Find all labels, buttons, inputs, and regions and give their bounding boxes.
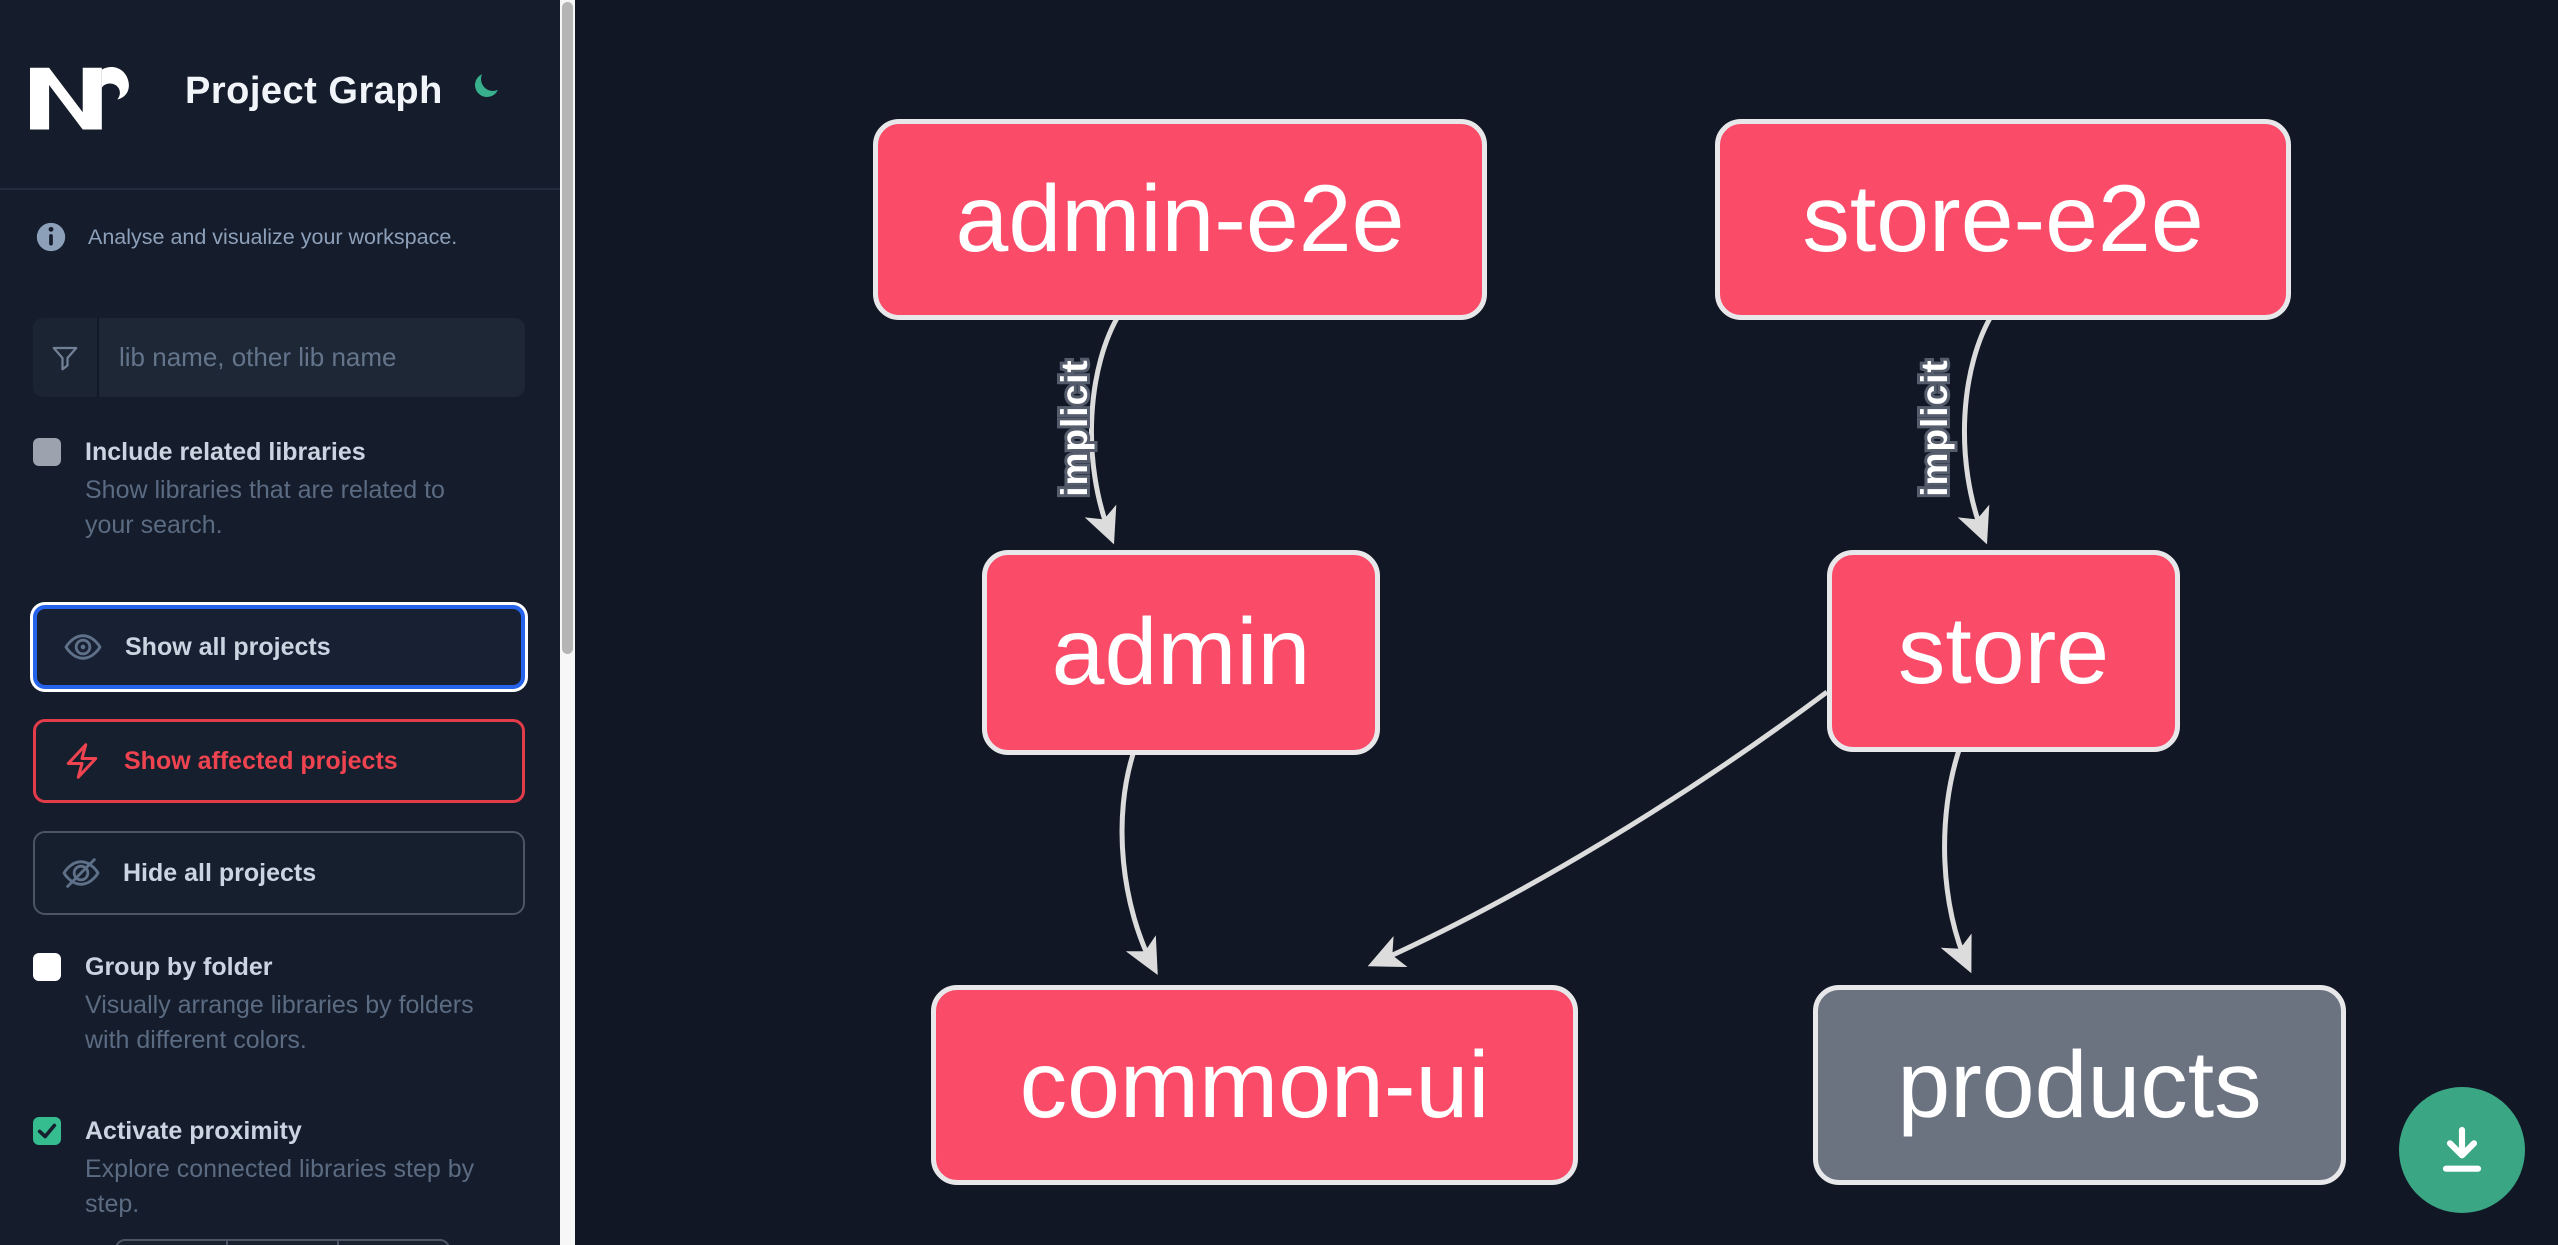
- sidebar-scrollbar[interactable]: [560, 0, 575, 1245]
- activate-proximity-label: Activate proximity: [85, 1117, 302, 1145]
- group-by-folder-label: Group by folder: [85, 953, 273, 981]
- page-title: Project Graph: [185, 70, 443, 112]
- include-related-label: Include related libraries: [85, 438, 366, 466]
- info-icon: [36, 222, 66, 252]
- edge-store-products: [1940, 746, 1972, 974]
- group-by-folder-checkbox[interactable]: [33, 953, 61, 981]
- edge-admin-common-ui: [1119, 747, 1158, 976]
- edge-label-implicit-2: implicit: [1914, 359, 1955, 497]
- edge-label-implicit-1: implicit: [1054, 359, 1095, 497]
- option-group-by-folder: Group by folder Visually arrange librari…: [33, 951, 503, 1058]
- node-common-ui[interactable]: common-ui: [931, 985, 1578, 1185]
- activate-proximity-checkbox[interactable]: [33, 1117, 61, 1145]
- tagline-text: Analyse and visualize your workspace.: [88, 224, 458, 249]
- stepper-increment[interactable]: [339, 1241, 448, 1245]
- stepper-decrement[interactable]: [117, 1241, 228, 1245]
- include-related-checkbox[interactable]: [33, 438, 61, 466]
- graph-canvas[interactable]: implicit implicit admin-e2e store-e2e ad…: [575, 0, 2558, 1245]
- edge-store-e2e-store: [1957, 311, 1996, 545]
- header-divider: [0, 188, 560, 190]
- hide-all-projects-button[interactable]: Hide all projects: [33, 831, 525, 915]
- option-activate-proximity: Activate proximity Explore connected lib…: [33, 1115, 503, 1222]
- sidebar: Project Graph Analyse and visualize your…: [0, 0, 560, 1245]
- moon-icon[interactable]: [472, 70, 508, 106]
- eye-icon: [64, 634, 102, 660]
- edge-store-common-ui: [1367, 689, 1829, 968]
- search-box: [33, 318, 525, 397]
- include-related-description: Show libraries that are related to your …: [85, 476, 445, 539]
- download-icon: [2442, 1126, 2482, 1172]
- nx-logo: [30, 67, 129, 130]
- show-affected-projects-button[interactable]: Show affected projects: [33, 719, 525, 803]
- node-store[interactable]: store: [1827, 550, 2180, 752]
- node-admin-e2e[interactable]: admin-e2e: [873, 119, 1487, 320]
- activate-proximity-description: Explore connected libraries step by step…: [85, 1155, 475, 1218]
- filter-funnel-cell: [33, 318, 99, 397]
- download-image-button[interactable]: [2399, 1087, 2525, 1213]
- search-input[interactable]: [99, 318, 525, 397]
- eye-off-icon: [62, 858, 100, 888]
- show-affected-projects-label: Show affected projects: [124, 746, 398, 775]
- graph-edges: implicit implicit: [1051, 311, 1996, 976]
- tagline-row: Analyse and visualize your workspace.: [34, 220, 457, 254]
- proximity-depth-stepper[interactable]: [115, 1239, 450, 1245]
- funnel-icon: [52, 346, 78, 370]
- node-store-e2e[interactable]: store-e2e: [1715, 119, 2291, 320]
- checkmark-icon: [37, 1123, 57, 1139]
- group-by-folder-description: Visually arrange libraries by folders wi…: [85, 991, 474, 1054]
- stepper-value: [228, 1241, 339, 1245]
- show-all-projects-button[interactable]: Show all projects: [33, 605, 525, 689]
- edge-admin-e2e-admin: [1084, 311, 1123, 545]
- lightning-bolt-icon: [66, 743, 98, 779]
- node-admin[interactable]: admin: [982, 550, 1380, 755]
- scrollbar-thumb[interactable]: [562, 2, 573, 654]
- node-products[interactable]: products: [1813, 985, 2346, 1185]
- hide-all-projects-label: Hide all projects: [123, 858, 317, 887]
- show-all-projects-label: Show all projects: [125, 632, 331, 661]
- option-include-related: Include related libraries Show libraries…: [33, 436, 503, 543]
